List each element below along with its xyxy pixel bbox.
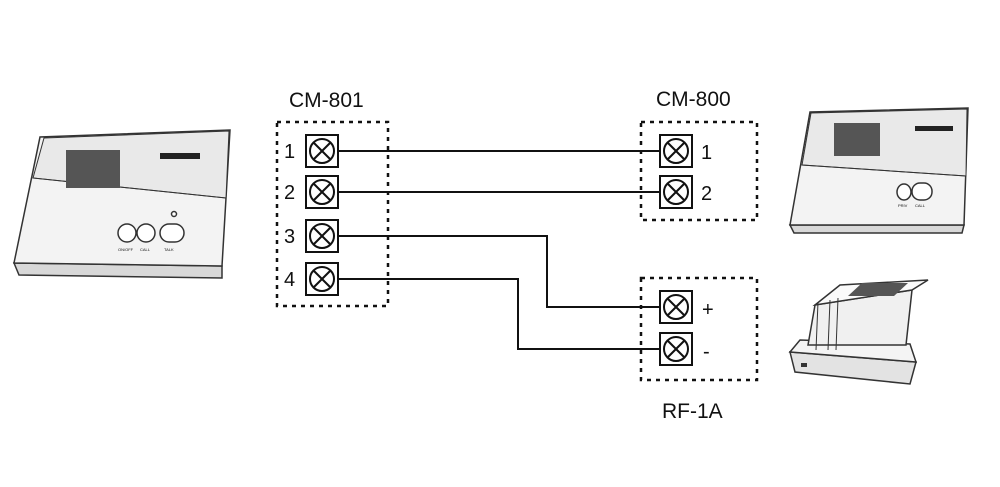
terminal-screw-cm801-2 xyxy=(305,175,339,209)
cm801-terminal-label: 3 xyxy=(284,226,295,248)
terminal-screw-cm801-3 xyxy=(305,219,339,253)
terminal-labels: 1 2 3 4 1 2 + - xyxy=(284,141,714,363)
terminals xyxy=(305,134,693,366)
terminal-screw-rf1a-minus xyxy=(659,332,693,366)
rf-1a-title: RF-1A xyxy=(662,400,723,423)
wires xyxy=(339,150,660,350)
speaker-grille xyxy=(834,123,880,156)
terminal-screw-cm801-1 xyxy=(305,134,339,168)
cm-800-device xyxy=(788,107,969,234)
call-label: CALL xyxy=(140,247,151,252)
cm801-terminal-label: 4 xyxy=(284,269,295,291)
terminal-screw-cm801-4 xyxy=(305,262,339,296)
cm-801-terminal-box xyxy=(275,120,390,308)
rf1a-terminal-label: + xyxy=(702,299,714,321)
cm801-terminal-label: 2 xyxy=(284,182,295,204)
rf-1a-terminal-box xyxy=(639,276,759,382)
rf1a-terminal-label: - xyxy=(703,341,710,363)
cm801-terminal-label: 1 xyxy=(284,141,295,163)
speaker-grille xyxy=(66,150,120,188)
talk-label: TALK xyxy=(164,247,174,252)
cm800-terminal-label: 2 xyxy=(701,183,712,205)
device-titles: CM-801 CM-800 RF-1A xyxy=(289,88,731,423)
terminal-screw-cm800-1 xyxy=(659,134,693,168)
cm-800-terminal-box xyxy=(639,120,759,222)
onoff-label: ON/OFF xyxy=(118,247,134,252)
wire-4 xyxy=(339,278,660,350)
brand-logo xyxy=(160,153,200,159)
cm-800-button-labels: PRIV CALL xyxy=(898,203,926,208)
cm800-terminal-label: 1 xyxy=(701,142,712,164)
priv-label: PRIV xyxy=(898,203,908,208)
brand-logo xyxy=(915,126,953,131)
cm-800-title: CM-800 xyxy=(656,88,731,111)
cm-801-device xyxy=(12,129,231,279)
terminal-screw-rf1a-plus xyxy=(659,290,693,324)
wire-3 xyxy=(339,235,660,308)
cm-801-button-labels: ON/OFF CALL TALK xyxy=(118,247,174,252)
terminal-screw-cm800-2 xyxy=(659,175,693,209)
rf-1a-device xyxy=(788,279,929,385)
call-label: CALL xyxy=(915,203,926,208)
cm-801-title: CM-801 xyxy=(289,89,364,112)
